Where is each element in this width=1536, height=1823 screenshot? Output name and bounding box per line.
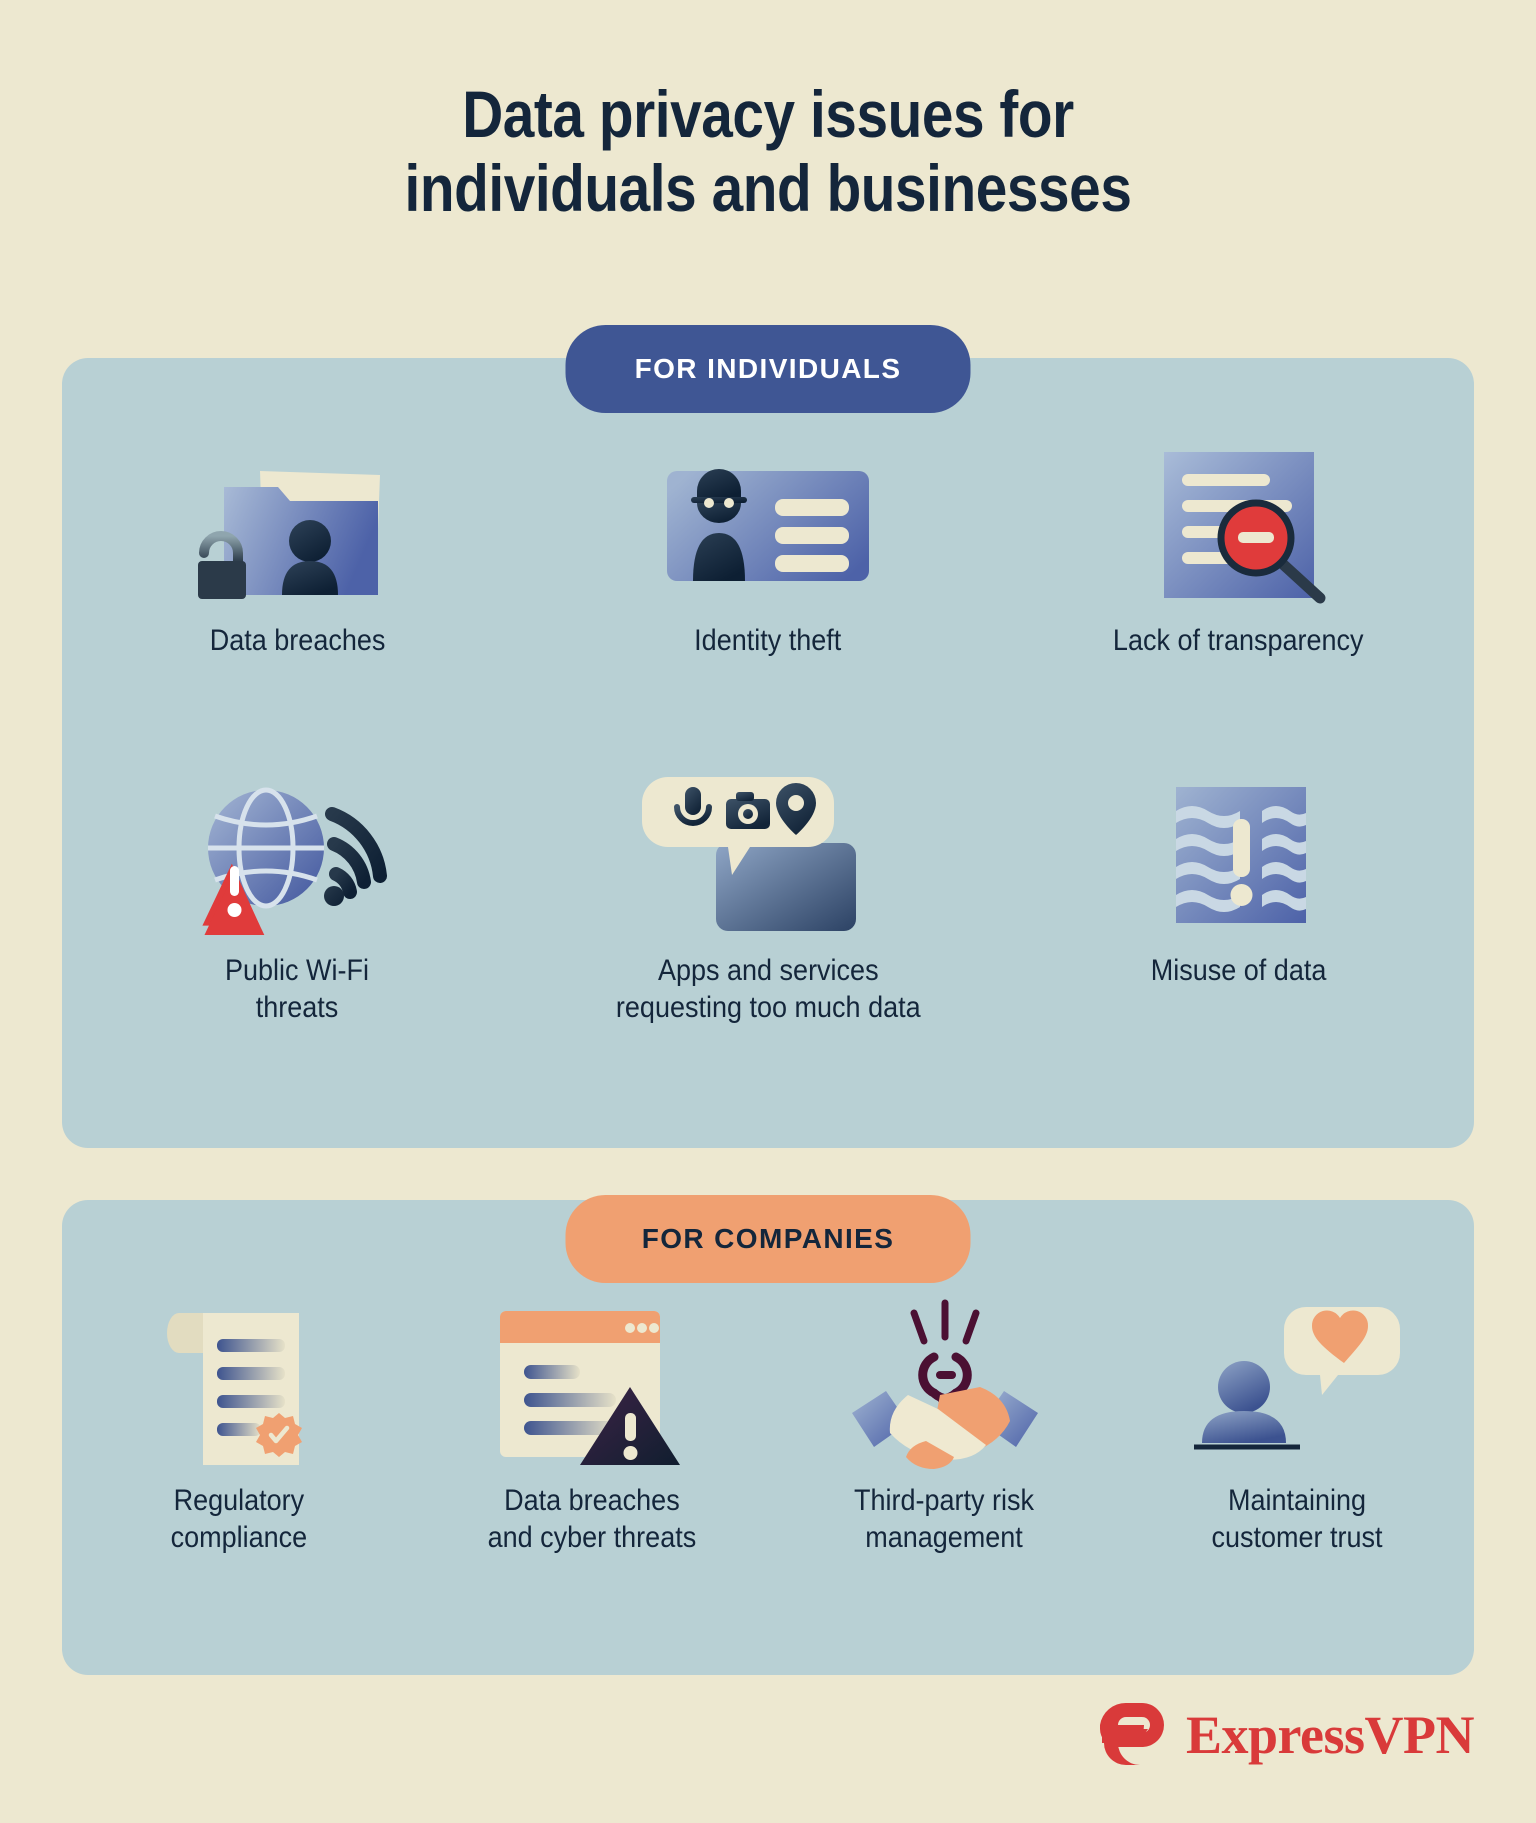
item-public-wifi-threats: Public Wi-Fi threats [62, 770, 533, 1070]
globe-wifi-warning-icon [62, 770, 533, 935]
section-badge-companies: FOR COMPANIES [565, 1195, 971, 1283]
item-label: Maintaining customer trust [1211, 1484, 1384, 1554]
individuals-row-1: Data breaches [62, 440, 1474, 700]
item-label: Data breaches [209, 624, 386, 657]
item-third-party-risk: Third-party risk management [768, 1299, 1121, 1630]
item-misuse-of-data: Misuse of data [1003, 770, 1474, 1070]
companies-row: Regulatory compliance [62, 1299, 1474, 1630]
item-regulatory-compliance: Regulatory compliance [62, 1300, 415, 1630]
folder-person-unlocked-icon [62, 440, 533, 605]
page-title-line-2: individuals and businesses [404, 150, 1132, 225]
expressvpn-logo: ExpressVPN [1096, 1699, 1475, 1771]
item-data-breaches: Data breaches [62, 440, 533, 700]
browser-window-alert-icon [415, 1300, 768, 1465]
item-label: Public Wi-Fi threats [225, 954, 370, 1024]
item-maintaining-customer-trust: Maintaining customer trust [1121, 1300, 1474, 1630]
scroll-seal-icon [62, 1300, 415, 1465]
item-apps-requesting-data: Apps and services requesting too much da… [533, 770, 1004, 1070]
item-label: Lack of transparency [1113, 624, 1364, 657]
page-title: Data privacy issues for individuals and … [108, 77, 1429, 226]
item-label: Identity theft [694, 624, 842, 657]
phone-permissions-bubble-icon [533, 770, 1004, 935]
shredded-document-alert-icon [1003, 770, 1474, 935]
item-label: Apps and services requesting too much da… [615, 954, 921, 1024]
item-identity-theft: Identity theft [533, 440, 1004, 700]
expressvpn-wordmark: ExpressVPN [1185, 1705, 1475, 1765]
id-card-thief-icon [533, 440, 1004, 605]
item-label: Misuse of data [1150, 954, 1327, 987]
document-magnifier-deny-icon [1003, 440, 1474, 605]
expressvpn-e-mark-icon [1099, 1702, 1164, 1765]
handshake-broken-link-icon [768, 1299, 1121, 1469]
item-label: Third-party risk management [854, 1484, 1035, 1554]
person-heart-bubble-icon [1121, 1300, 1474, 1465]
page-title-line-1: Data privacy issues for [462, 77, 1074, 151]
item-lack-of-transparency: Lack of transparency [1003, 440, 1474, 700]
item-label: Regulatory compliance [170, 1484, 307, 1554]
section-badge-individuals: FOR INDIVIDUALS [565, 325, 971, 413]
individuals-row-2: Public Wi-Fi threats [62, 770, 1474, 1070]
item-data-breaches-cyber-threats: Data breaches and cyber threats [415, 1300, 768, 1630]
item-label: Data breaches and cyber threats [487, 1484, 696, 1554]
